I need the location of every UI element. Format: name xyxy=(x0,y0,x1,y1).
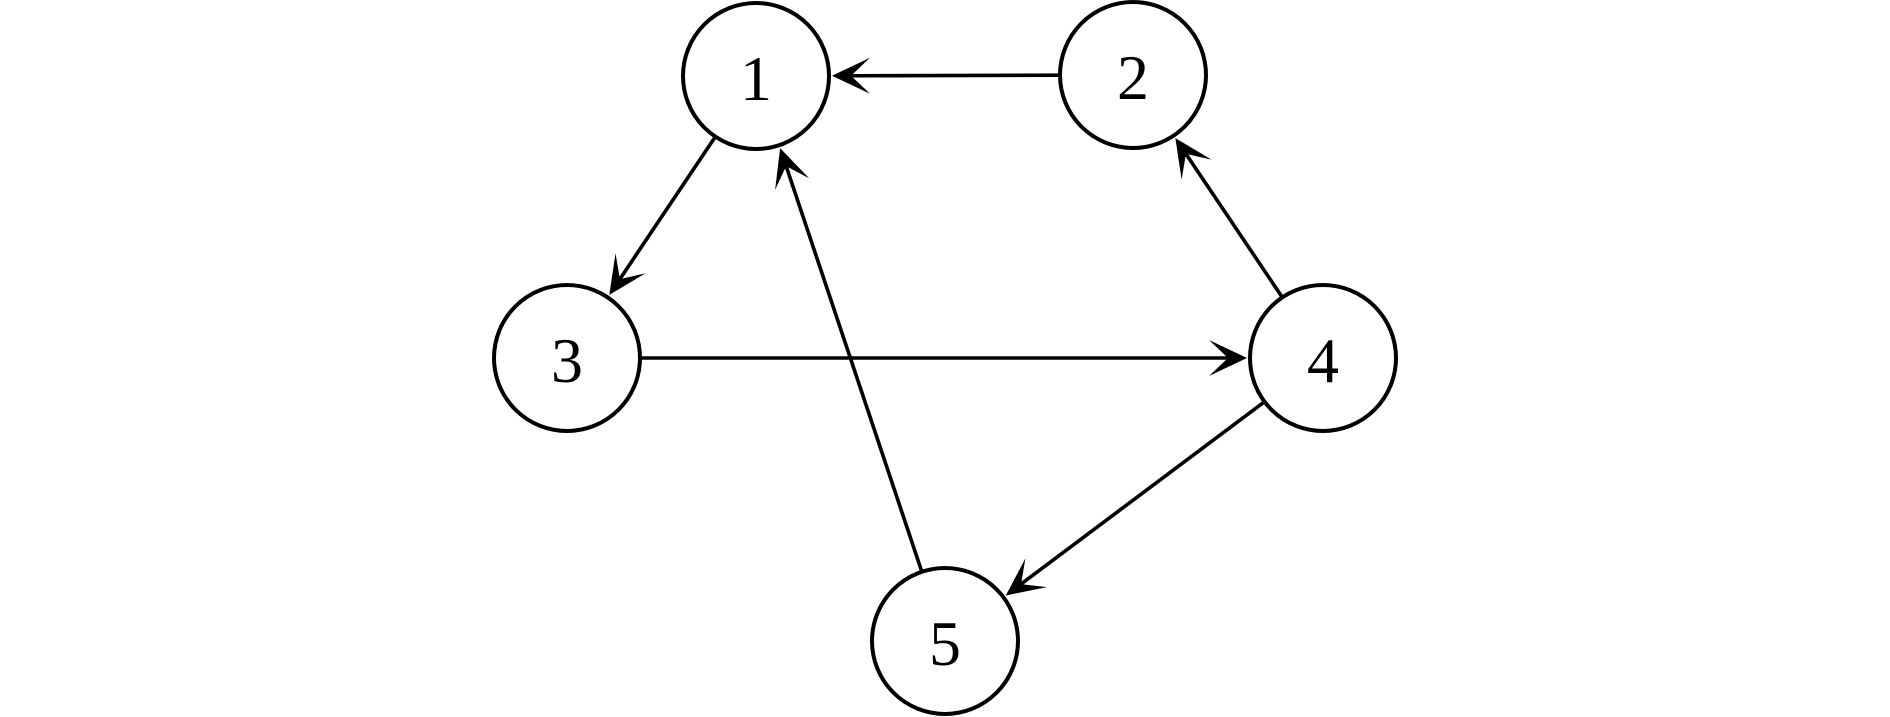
node-5-circle xyxy=(870,566,1020,716)
edge-2-1 xyxy=(850,73,1060,78)
arrowhead-4-2 xyxy=(1175,138,1212,180)
arrowhead-2-1 xyxy=(831,57,871,94)
node-4-label: 4 xyxy=(1307,325,1339,396)
edge-5-1 xyxy=(784,165,924,572)
node-4-circle xyxy=(1248,283,1398,433)
node-2-circle xyxy=(1058,0,1208,150)
node-1-label: 1 xyxy=(740,43,772,114)
node-1-circle xyxy=(681,1,831,151)
node-2-label: 2 xyxy=(1117,42,1149,113)
node-5-label: 5 xyxy=(929,608,961,679)
edge-4-2 xyxy=(1184,152,1284,298)
arrowhead-4-5 xyxy=(1005,558,1048,596)
node-3-label: 3 xyxy=(551,325,583,396)
arrowhead-5-1 xyxy=(775,148,810,190)
node-3-circle xyxy=(492,283,642,433)
edge-1-3 xyxy=(618,136,717,281)
arrowhead-3-4 xyxy=(1209,340,1247,376)
edge-4-5 xyxy=(1019,400,1265,586)
arrowhead-1-3 xyxy=(609,253,646,295)
